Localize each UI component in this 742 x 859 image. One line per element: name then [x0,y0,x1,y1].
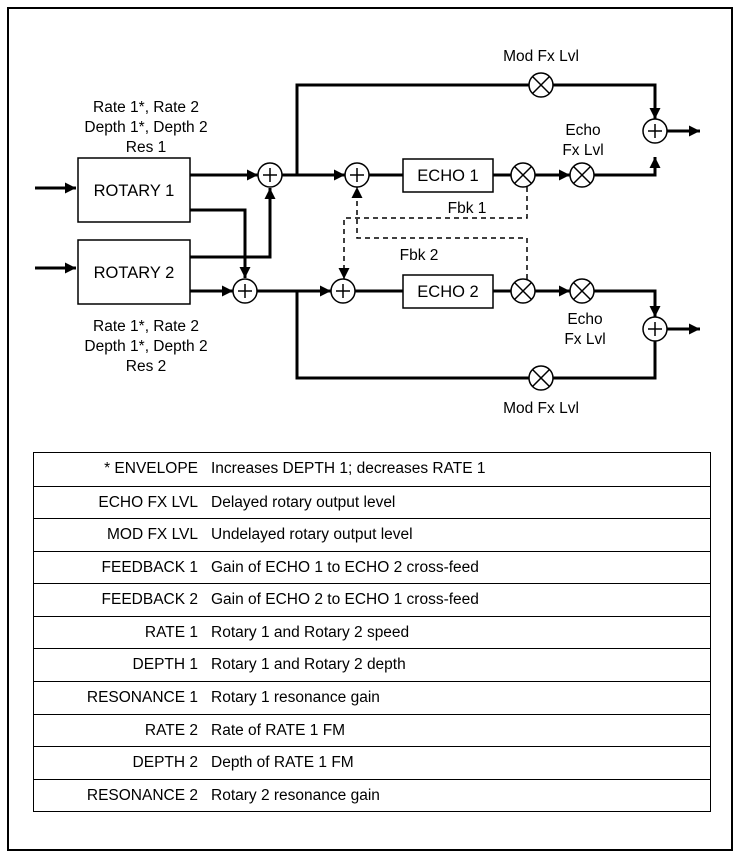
mod-fx-lvl-bottom-label: Mod Fx Lvl [503,400,579,417]
mod-bottom-path-left [295,291,529,380]
sum-node-echo2-icon [330,278,356,304]
signal-flow-diagram: ROTARY 1 ROTARY 2 ECHO 1 ECHO 2 Rate 1*,… [35,48,700,417]
table-row: RESONANCE 2 Rotary 2 resonance gain [34,778,710,812]
parameter-name: DEPTH 2 [132,754,198,772]
sum-node-out1-icon [642,118,668,144]
table-row: DEPTH 1 Rotary 1 and Rotary 2 depth [34,648,710,681]
parameter-name: FEEDBACK 1 [101,558,198,576]
parameter-description: Undelayed rotary output level [211,526,413,544]
parameter-name: MOD FX LVL [106,526,198,544]
echo-1-label: ECHO 1 [417,167,478,185]
rot2-params-line2: Depth 1*, Depth 2 [84,338,207,355]
echogain1-to-out1 [594,157,661,177]
rot2-params-line1: Rate 1*, Rate 2 [93,318,199,335]
rot1-params-line3: Res 1 [126,139,167,156]
feedback-2-line [351,187,528,279]
parameter-description: Increases DEPTH 1; decreases RATE 1 [211,460,486,477]
parameter-description: Rotary 1 and Rotary 2 depth [211,656,406,674]
parameter-name: RESONANCE 2 [86,786,198,804]
figure-frame [7,7,733,851]
parameter-name: RATE 2 [144,721,198,739]
rotary-1-block [77,157,191,223]
rotary-1-label: ROTARY 1 [94,182,175,200]
mod-top-path-right [553,83,661,119]
gain-echo1-icon [569,162,595,188]
mod-bottom-path-right [553,341,657,380]
fbk-1-label: Fbk 1 [448,200,487,217]
parameter-description: Rotary 2 resonance gain [211,786,380,804]
echo-2-block [402,274,494,309]
rotary-2-block [77,239,191,305]
gain-mod-bottom-icon [528,365,554,391]
rot1-params-line2: Depth 1*, Depth 2 [84,119,207,136]
mod-fx-lvl-top-label: Mod Fx Lvl [503,48,579,65]
parameter-name: * ENVELOPE [104,460,198,477]
rot2-params-line3: Res 2 [126,358,167,375]
table-row: RESONANCE 1 Rotary 1 resonance gain [34,681,710,714]
echo-fx-bottom-line2: Fx Lvl [564,331,605,348]
echo-2-label: ECHO 2 [417,283,478,301]
parameter-description: Depth of RATE 1 FM [211,754,354,772]
echo-fx-bottom-line1: Echo [567,311,602,328]
parameter-description: Rotary 1 and Rotary 2 speed [211,623,410,641]
parameter-name: RATE 1 [144,623,198,641]
rot1-params-line1: Rate 1*, Rate 2 [93,99,199,116]
rotary-2-label: ROTARY 2 [94,264,175,282]
sum-node-bottom-icon [232,278,258,304]
table-row: * ENVELOPE Increases DEPTH 1; decreases R… [34,453,710,486]
table-row: DEPTH 2 Depth of RATE 1 FM [34,746,710,779]
table-row: RATE 2 Rate of RATE 1 FM [34,713,710,747]
table-row: RATE 1 Rotary 1 and Rotary 2 speed [34,615,710,649]
mod-top-path-left [295,83,529,175]
echo-1-block [402,158,494,193]
parameter-description: Rate of RATE 1 FM [211,721,346,739]
parameter-description: Rotary 1 resonance gain [211,689,380,707]
parameter-name: FEEDBACK 2 [101,591,198,609]
sum-node-out2-icon [642,316,668,342]
sum-node-top-icon [257,162,283,188]
table-row: FEEDBACK 1 Gain of ECHO 1 to ECHO 2 cross… [34,550,710,584]
parameter-description: Gain of ECHO 1 to ECHO 2 cross-feed [211,558,479,576]
gain-fbk1-icon [510,162,536,188]
sum-node-echo1-icon [344,162,370,188]
gain-fbk2-icon [510,278,536,304]
echogain2-to-out2 [594,289,661,317]
echo-fx-top-line2: Fx Lvl [562,142,603,159]
parameter-name: ECHO FX LVL [98,493,198,511]
rot2-to-sum-top [190,188,276,259]
feedback-1-line [338,187,528,279]
fbk-2-label: Fbk 2 [400,247,439,264]
parameter-table: * ENVELOPE Increases DEPTH 1; decreases R… [33,452,711,812]
echo-fx-top-line1: Echo [565,122,600,139]
rot1-to-sum-bottom [190,208,251,278]
table-row: MOD FX LVL Undelayed rotary output level [34,518,710,551]
table-row: ECHO FX LVL Delayed rotary output level [34,485,710,519]
table-row: FEEDBACK 2 Gain of ECHO 2 to ECHO 1 cross… [34,583,710,616]
gain-echo2-icon [569,278,595,304]
gain-mod-top-icon [528,72,554,98]
parameter-name: RESONANCE 1 [86,689,198,707]
parameter-description: Delayed rotary output level [211,493,396,511]
parameter-description: Gain of ECHO 2 to ECHO 1 cross-feed [211,591,479,609]
parameter-name: DEPTH 1 [132,656,198,674]
